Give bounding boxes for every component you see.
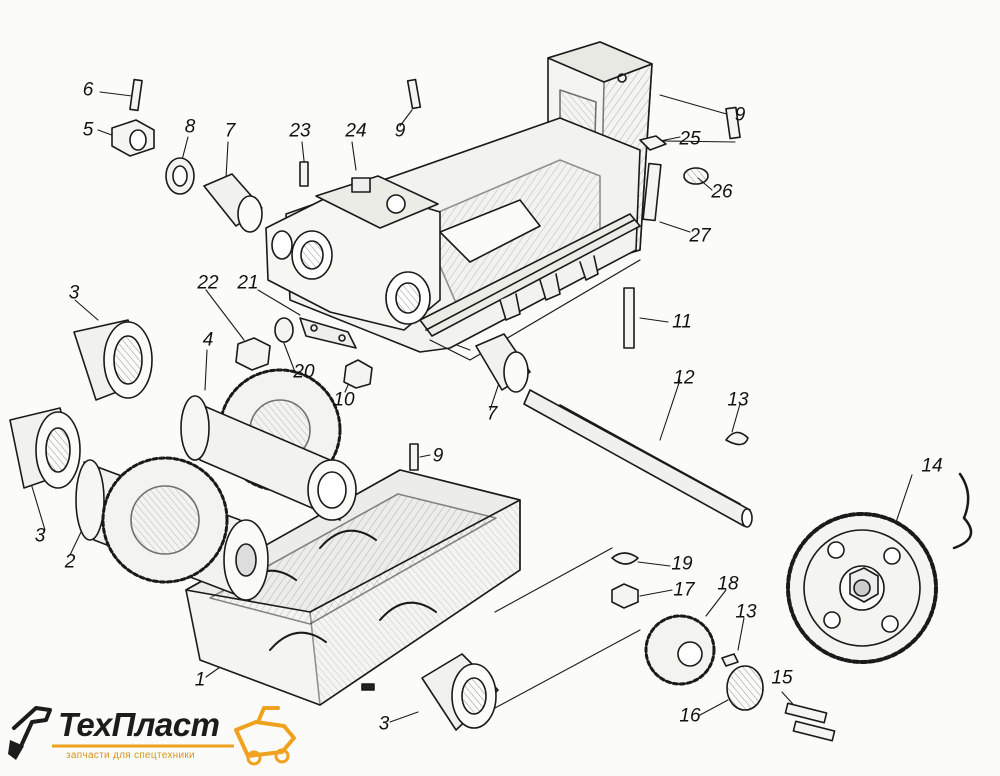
callout-27: 27 [689,225,711,247]
bushing-7 [203,173,531,393]
callout-17: 17 [673,579,695,601]
callout-1: 1 [194,669,206,691]
brand-logo: ТехПласт запчасти для спецтехники [6,700,306,772]
callout-26: 26 [711,181,733,203]
callout-8: 8 [184,116,196,138]
callout-18: 18 [717,573,739,595]
callout-4: 4 [202,329,214,351]
gear-shaft-4 [180,368,357,521]
disc-16 [726,665,764,711]
callout-13-bottom: 13 [735,601,757,623]
edge-mark [952,472,973,550]
logo-tagline: запчасти для спецтехники [66,750,195,761]
callout-23: 23 [289,120,311,142]
callout-25: 25 [679,128,701,150]
callout-20: 20 [293,361,315,383]
callout-3-top: 3 [68,282,80,304]
callout-12: 12 [673,367,695,389]
callout-13-top: 13 [727,389,749,411]
shaft-12 [523,389,753,528]
callout-7-top: 7 [224,120,236,142]
bushing-3-left [9,407,81,489]
callout-9-top: 9 [394,120,406,142]
callout-3-left: 3 [34,525,46,547]
callout-15: 15 [771,667,793,689]
small-parts [111,78,836,742]
callout-16: 16 [679,705,701,727]
callout-7-mid: 7 [486,403,498,425]
callout-21: 21 [237,272,259,294]
callout-5: 5 [82,119,94,141]
callout-11: 11 [672,311,692,333]
excavator-icon [8,706,296,766]
callout-22: 22 [197,272,219,294]
callout-9-right: 9 [734,104,746,126]
gear-18 [644,614,716,686]
callout-6: 6 [82,79,94,101]
gear-14 [786,512,938,664]
callout-2: 2 [64,551,76,573]
bushing-3-bottom [421,653,499,731]
callout-24: 24 [345,120,367,142]
callout-10: 10 [333,389,355,411]
callout-14: 14 [921,455,943,477]
logo-text: ТехПласт [58,706,220,743]
lower-crankcase [185,469,521,706]
callout-9-mid: 9 [432,445,444,467]
upper-housing [265,41,653,361]
leader-lines [29,91,913,723]
bushing-3-top [73,319,153,401]
gear-shaft-2 [75,456,269,601]
callout-19: 19 [671,553,693,575]
callout-3-bottom: 3 [378,713,390,735]
